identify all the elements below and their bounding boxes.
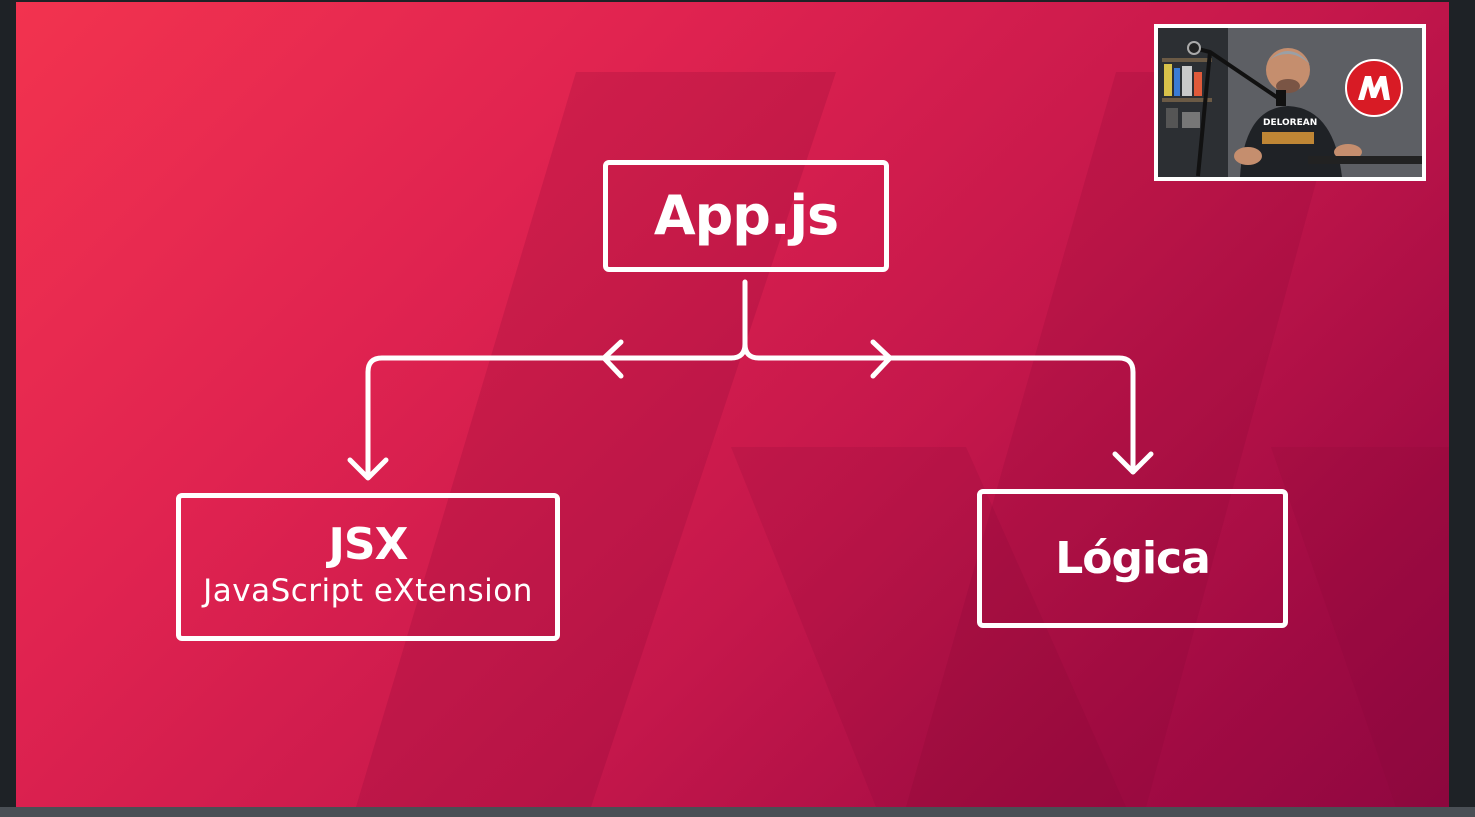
- presentation-slide: App.js JSX JavaScript eXtension Lógica: [16, 2, 1449, 807]
- jsx-node: JSX JavaScript eXtension: [176, 493, 560, 641]
- brand-logo-icon: [1345, 59, 1403, 117]
- webcam-overlay: DELOREAN: [1154, 24, 1426, 181]
- connector-arrows: [347, 279, 1154, 481]
- app-js-label: App.js: [653, 184, 839, 247]
- jsx-subtitle: JavaScript eXtension: [203, 573, 533, 610]
- shirt-text: DELOREAN: [1263, 118, 1317, 128]
- left-branch-arrow: [347, 339, 734, 481]
- logica-label: Lógica: [1055, 532, 1211, 584]
- logica-node: Lógica: [977, 489, 1288, 628]
- jsx-label: JSX: [328, 519, 409, 571]
- right-branch-arrow: [756, 339, 1154, 475]
- player-bottom-bar: [0, 807, 1475, 817]
- webcam-scene: DELOREAN: [1158, 28, 1422, 177]
- trunk-line: [728, 279, 762, 361]
- app-js-node: App.js: [603, 160, 889, 272]
